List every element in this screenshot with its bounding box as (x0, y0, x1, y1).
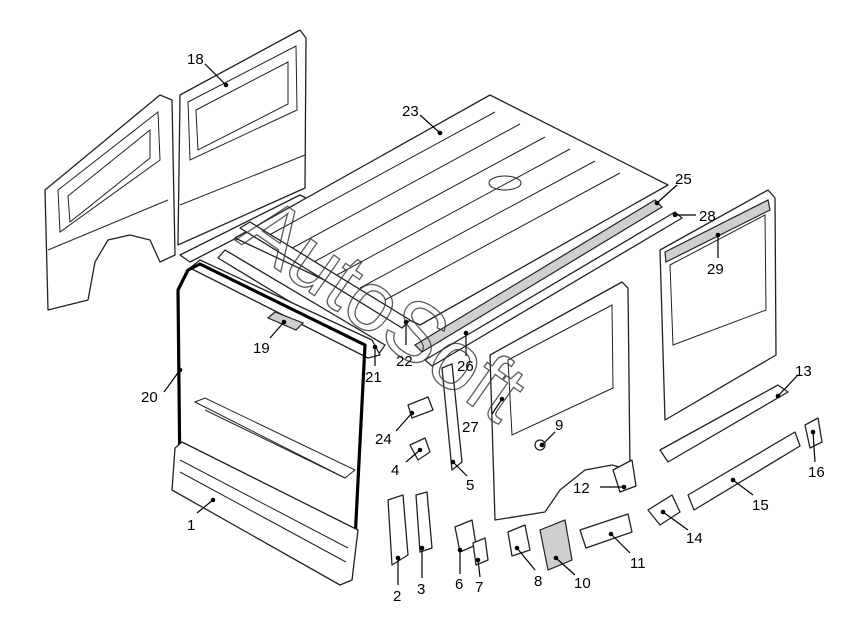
callout-labels: 1 2 3 4 5 6 7 8 9 10 11 12 13 14 15 16 1… (141, 51, 825, 605)
callout-9: 9 (555, 417, 563, 434)
part-25-side-rail (414, 199, 663, 353)
callout-2: 2 (393, 588, 401, 605)
callout-26: 26 (457, 358, 474, 375)
callout-28: 28 (699, 208, 716, 225)
callout-8: 8 (534, 573, 542, 590)
callout-29: 29 (707, 261, 724, 278)
part-10-mesh-panel (539, 519, 573, 571)
callout-24: 24 (375, 431, 392, 448)
part-27-side-panel (489, 281, 631, 521)
callout-4: 4 (391, 462, 399, 479)
leader-lines (163, 63, 816, 585)
callout-15: 15 (752, 497, 769, 514)
part-7-bracket (472, 537, 489, 566)
callout-1: 1 (187, 517, 195, 534)
part-29-sliding-door (659, 189, 777, 421)
callout-18: 18 (187, 51, 204, 68)
part-11-panel (579, 513, 633, 549)
callout-10: 10 (574, 575, 591, 592)
part-6-bracket (454, 519, 477, 553)
callout-22: 22 (396, 353, 413, 370)
part-23-roof-panel (234, 94, 669, 326)
part-28-side-rail (424, 211, 683, 367)
callout-7: 7 (475, 579, 483, 596)
callout-11: 11 (630, 555, 646, 572)
callout-12: 12 (573, 480, 590, 497)
callout-14: 14 (686, 530, 703, 547)
part-12-panel (612, 459, 637, 493)
part-2-pillar-reinforcement (387, 494, 409, 566)
callout-16: 16 (808, 464, 825, 481)
part-13-door-sill (659, 384, 789, 463)
part-15-sill-trim (687, 431, 801, 511)
callout-5: 5 (466, 477, 474, 494)
callout-19: 19 (253, 340, 270, 357)
left-side-panel-outline (44, 94, 176, 311)
callout-23: 23 (402, 103, 419, 120)
callout-6: 6 (455, 576, 463, 593)
callout-21: 21 (365, 369, 382, 386)
part-5-pillar (441, 363, 463, 471)
part-1-rear-lower-panel (171, 441, 359, 586)
callout-27: 27 (462, 419, 479, 436)
part-8-bracket (507, 524, 531, 557)
callout-25: 25 (675, 171, 692, 188)
callout-20: 20 (141, 389, 158, 406)
part-3-pillar-reinforcement (415, 491, 433, 553)
callout-3: 3 (417, 581, 425, 598)
callout-13: 13 (795, 363, 812, 380)
